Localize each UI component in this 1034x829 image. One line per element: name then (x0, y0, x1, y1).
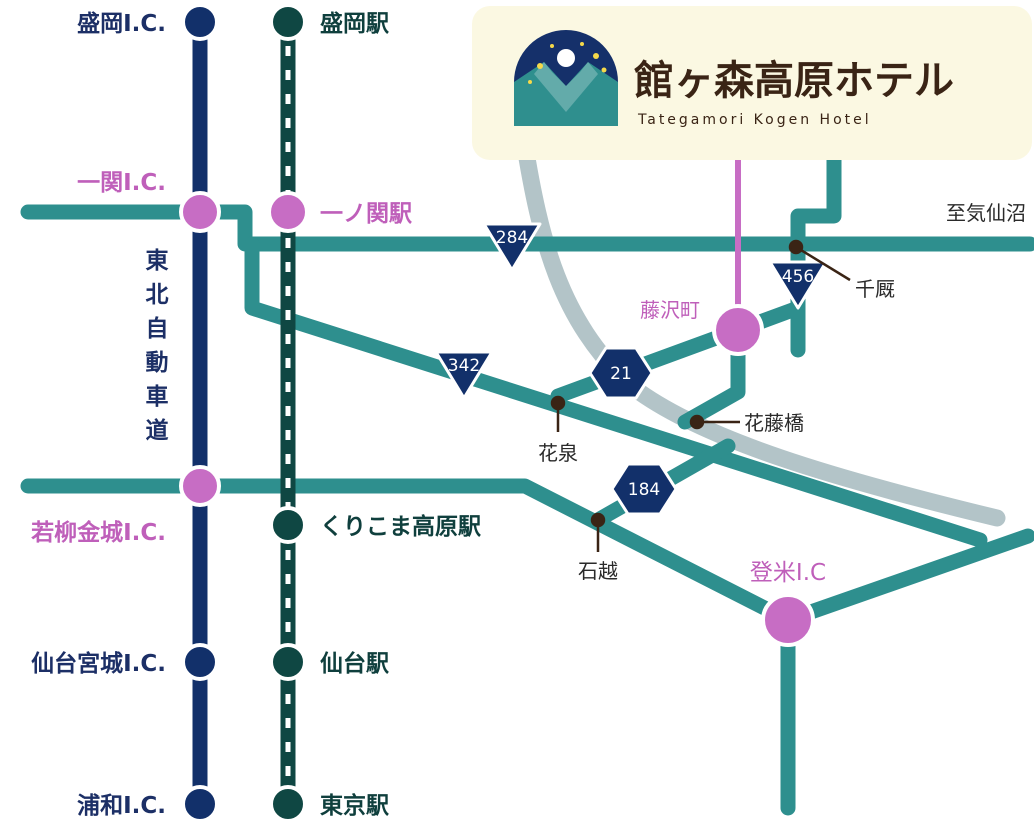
morioka-station-node[interactable] (269, 3, 307, 41)
fujisawa-node[interactable] (712, 304, 764, 356)
route-456-road (790, 152, 842, 358)
expressway-name-char: 北 (146, 282, 169, 308)
night-sky-mountain-logo (506, 30, 626, 140)
ic-label-urawa[interactable]: 浦和I.C. (77, 792, 166, 819)
toyoma-ic-node[interactable] (761, 593, 815, 647)
route-shield-456: 456 (768, 260, 828, 310)
expressway-nodes (179, 3, 221, 823)
senmaya-marker (788, 239, 804, 255)
svg-text:東北自動車道: 東北自動車道 (146, 248, 169, 444)
hotel-panel[interactable]: 館ヶ森高原ホテル Tategamori Kogen Hotel (472, 6, 1032, 160)
expressway-name-char: 車 (146, 384, 169, 410)
svg-text:184: 184 (628, 480, 660, 500)
station-labels: 盛岡駅 一ノ関駅 くりこま高原駅 仙台駅 東京駅 (320, 10, 481, 819)
expressway-name-char: 自 (146, 315, 169, 342)
route-342-road (244, 236, 988, 548)
wakayanagi-road (20, 478, 1034, 628)
station-label-ichinoseki[interactable]: 一ノ関駅 (320, 201, 412, 227)
hanaizumi-marker (550, 395, 566, 411)
place-labels: 至気仙沼 千厩 藤沢町 花泉 花藤橋 石越 登米I.C (538, 201, 1026, 586)
sendai-miyagi-ic-node[interactable] (181, 643, 219, 681)
place-label-toyoma-ic[interactable]: 登米I.C (750, 560, 826, 586)
ic-label-sendai-miyagi[interactable]: 仙台宮城I.C. (31, 650, 166, 677)
expressway-name-char: 動 (146, 350, 169, 376)
expressway-name: 東北自動車道 (146, 248, 169, 444)
svg-text:456: 456 (782, 267, 814, 287)
kurikoma-station-node[interactable] (269, 506, 307, 544)
place-label-fujisawa[interactable]: 藤沢町 (640, 298, 700, 322)
station-label-morioka[interactable]: 盛岡駅 (320, 10, 389, 37)
morioka-ic-node[interactable] (181, 3, 219, 41)
ic-label-ichinoseki[interactable]: 一関I.C. (77, 170, 166, 196)
ishikoshi-marker (590, 512, 606, 528)
expressway-name-char: 道 (146, 417, 169, 444)
wakayanagi-ic-node[interactable] (179, 465, 221, 507)
place-label-hanaizumi[interactable]: 花泉 (538, 441, 578, 465)
hotel-name: 館ヶ森高原ホテル (634, 57, 954, 104)
ic-label-morioka[interactable]: 盛岡I.C. (77, 10, 166, 37)
ichinoseki-station-node[interactable] (267, 191, 309, 233)
station-label-tokyo[interactable]: 東京駅 (320, 792, 389, 819)
place-label-katobashi[interactable]: 花藤橋 (744, 411, 804, 435)
svg-text:284: 284 (496, 228, 528, 248)
place-label-kesennuma[interactable]: 至気仙沼 (946, 201, 1026, 225)
svg-text:21: 21 (610, 364, 632, 384)
station-label-sendai[interactable]: 仙台駅 (320, 650, 389, 677)
tokyo-station-node[interactable] (269, 785, 307, 823)
expressway-name-char: 東 (146, 248, 169, 274)
svg-text:342: 342 (448, 356, 480, 376)
urawa-ic-node[interactable] (181, 785, 219, 823)
route-shield-184: 184 (610, 462, 678, 516)
place-markers (550, 239, 851, 552)
interchange-labels: 盛岡I.C. 一関I.C. 若柳金城I.C. 仙台宮城I.C. 浦和I.C. (31, 10, 166, 819)
route-shield-342: 342 (434, 350, 494, 400)
route-shield-21: 21 (588, 346, 654, 400)
place-label-senmaya[interactable]: 千厩 (855, 277, 895, 301)
railway-nodes (267, 3, 309, 823)
ic-label-wakayanagi[interactable]: 若柳金城I.C. (31, 519, 166, 546)
route-shield-284: 284 (482, 222, 542, 272)
ichinoseki-ic-node[interactable] (179, 191, 221, 233)
station-label-kurikoma[interactable]: くりこま高原駅 (320, 513, 481, 540)
sendai-station-node[interactable] (269, 643, 307, 681)
katobashi-marker (689, 414, 705, 430)
place-label-ishikoshi[interactable]: 石越 (578, 559, 618, 583)
hotel-name-en: Tategamori Kogen Hotel (637, 112, 872, 128)
route-284-road (20, 204, 1034, 252)
